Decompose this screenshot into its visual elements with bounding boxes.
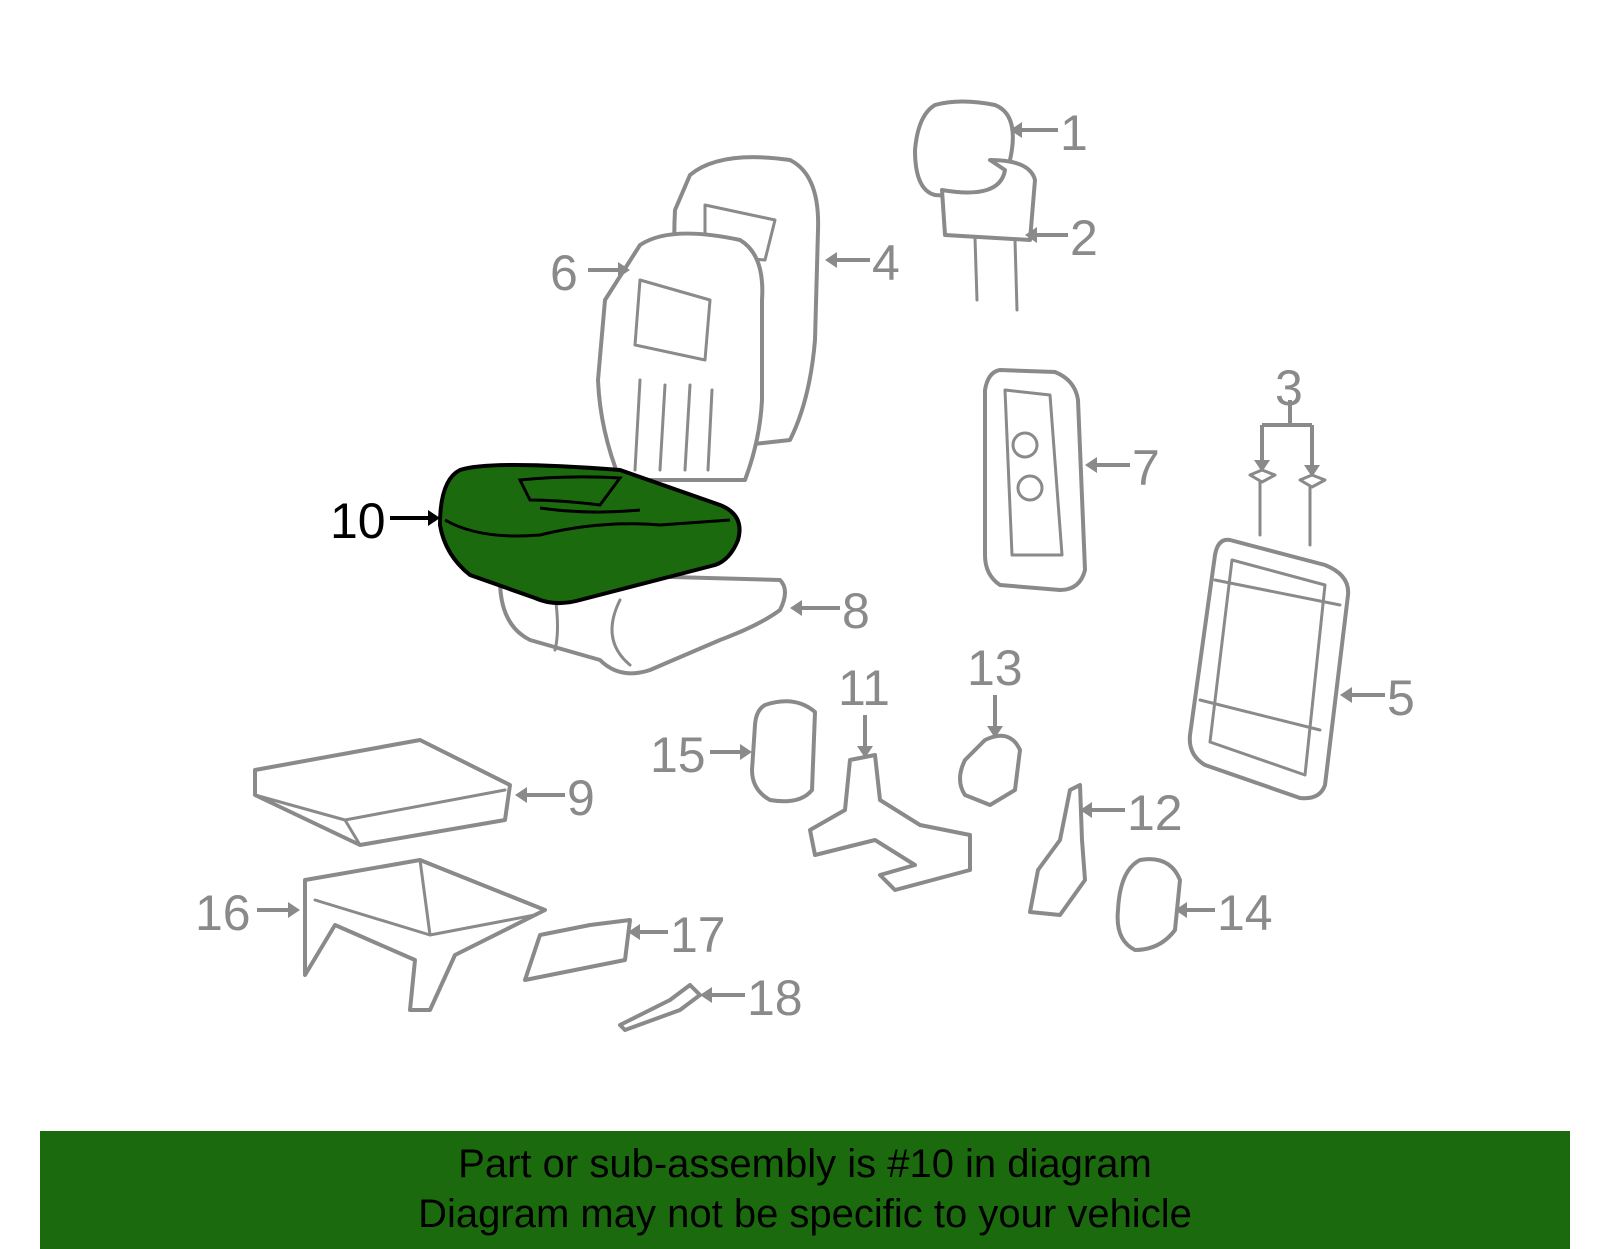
- callout-2: 2: [1070, 210, 1098, 266]
- info-banner: Part or sub-assembly is #10 in diagram D…: [40, 1131, 1570, 1249]
- callout-17: 17: [670, 907, 726, 963]
- callout-13: 13: [967, 640, 1023, 696]
- callout-16: 16: [195, 885, 251, 941]
- callout-18: 18: [747, 970, 803, 1026]
- leader-arrows: [257, 122, 1385, 1003]
- part-13-cover[interactable]: [958, 733, 1022, 807]
- callout-14: 14: [1217, 885, 1273, 941]
- callout-11: 11: [838, 660, 890, 716]
- part-15-cover[interactable]: [750, 699, 817, 804]
- banner-line-1: Part or sub-assembly is #10 in diagram: [458, 1142, 1152, 1186]
- part-9-seat-pan[interactable]: [253, 738, 512, 847]
- part-3-pins[interactable]: [1248, 468, 1327, 547]
- callout-labels: 1 2 3 4 5 6 7 8 9 10 11 12 13 14 15 16 1…: [195, 105, 1415, 1026]
- part-17-bracket[interactable]: [523, 918, 632, 982]
- callout-3: 3: [1275, 360, 1303, 416]
- part-14-cover[interactable]: [1115, 857, 1182, 952]
- callout-7: 7: [1132, 440, 1160, 496]
- callout-1: 1: [1060, 105, 1088, 161]
- part-11-recliner[interactable]: [808, 753, 972, 892]
- callout-9: 9: [567, 770, 595, 826]
- callout-6: 6: [550, 245, 578, 301]
- callout-12: 12: [1127, 785, 1183, 841]
- part-6-seatback[interactable]: [596, 231, 765, 482]
- part-10-cushion-cover[interactable]: [438, 463, 742, 605]
- part-7-side-panel[interactable]: [983, 368, 1087, 592]
- part-16-seat-track[interactable]: [303, 858, 547, 1012]
- callout-15: 15: [650, 727, 706, 783]
- banner-line-2: Diagram may not be specific to your vehi…: [418, 1192, 1192, 1236]
- callout-8: 8: [842, 583, 870, 639]
- callout-5: 5: [1387, 670, 1415, 726]
- part-2-headrest[interactable]: [940, 158, 1037, 312]
- callout-4: 4: [872, 235, 900, 291]
- part-12-hinge[interactable]: [1028, 783, 1087, 917]
- part-5-frame[interactable]: [1187, 537, 1351, 801]
- part-18-lever[interactable]: [618, 983, 702, 1032]
- callout-10: 10: [330, 493, 386, 549]
